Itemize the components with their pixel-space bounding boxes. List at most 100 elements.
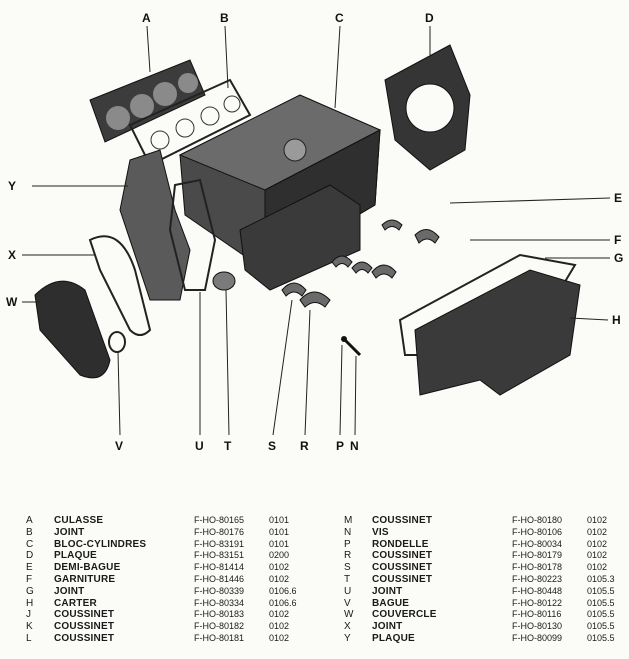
legend-section-number: 0105.3 — [587, 573, 615, 584]
legend-section-number: 0102 — [587, 515, 608, 525]
legend-part-name: PLAQUE — [372, 632, 415, 644]
legend-part-name: JOINT — [372, 585, 403, 597]
legend-letter: K — [26, 621, 33, 633]
legend-part-name: COUSSINET — [54, 609, 115, 621]
callout-x: X — [8, 248, 16, 262]
legend-part-name: BLOC-CYLINDRES — [54, 538, 147, 550]
legend-row: C BLOC-CYLINDRES F-HO-83191 0101 — [22, 539, 309, 551]
callout-y: Y — [8, 179, 16, 193]
legend-section-number: 0200 — [269, 550, 290, 561]
legend-part-name: CULASSE — [54, 515, 104, 526]
legend-part-name: GARNITURE — [54, 573, 116, 585]
legend-section-number: 0102 — [587, 550, 608, 561]
bushing-part-t — [212, 271, 236, 291]
legend-part-name: JOINT — [372, 621, 403, 633]
legend-reference: F-HO-80122 — [512, 597, 563, 608]
callout-n: N — [350, 439, 359, 453]
legend-reference: F-HO-80223 — [512, 573, 563, 584]
legend-letter: N — [344, 526, 352, 538]
legend-reference: F-HO-81414 — [194, 562, 245, 573]
callout-d: D — [425, 11, 434, 25]
bearing-shells — [281, 219, 440, 308]
legend-reference: F-HO-80339 — [194, 585, 245, 596]
legend-letter: D — [26, 550, 34, 562]
callout-a: A — [142, 11, 151, 25]
legend-part-name: COUSSINET — [372, 573, 433, 585]
legend-section-number: 0101 — [269, 538, 290, 549]
bell-housing-plate-part-d — [384, 44, 471, 171]
legend-part-name: COUSSINET — [372, 550, 433, 562]
legend-reference: F-HO-80180 — [512, 515, 563, 525]
cover-gasket-part-x — [88, 235, 152, 336]
legend-reference: F-HO-83191 — [194, 538, 245, 549]
legend-letter: B — [26, 526, 33, 538]
legend-letter: F — [26, 573, 33, 585]
legend-part-name: DEMI-BAGUE — [54, 562, 121, 574]
legend-reference: F-HO-80165 — [194, 515, 245, 525]
legend-letter: C — [26, 538, 34, 550]
legend-part-name: COUVERCLE — [372, 609, 437, 621]
legend-section-number: 0105.5 — [587, 585, 615, 596]
legend-section-number: 0106.6 — [269, 597, 297, 608]
legend-reference: F-HO-83151 — [194, 550, 245, 561]
legend-row: J COUSSINET F-HO-80183 0102 — [22, 609, 309, 621]
callout-w: W — [6, 295, 18, 309]
legend-reference: F-HO-80179 — [512, 550, 563, 561]
callout-b: B — [220, 11, 229, 25]
legend-row: Y PLAQUE F-HO-80099 0105.5 — [340, 633, 627, 645]
legend-part-name: COUSSINET — [372, 515, 433, 526]
legend-row: R COUSSINET F-HO-80179 0102 — [340, 550, 627, 562]
legend-section-number: 0102 — [587, 562, 608, 573]
callout-f: F — [614, 233, 621, 247]
callout-c: C — [335, 11, 344, 25]
legend-section-number: 0101 — [269, 526, 290, 537]
legend-letter: J — [26, 609, 31, 621]
legend-section-number: 0102 — [269, 573, 290, 584]
legend-letter: V — [344, 597, 351, 609]
legend-row: D PLAQUE F-HO-83151 0200 — [22, 550, 309, 562]
legend-letter: T — [344, 573, 351, 585]
seal-ring-part-v — [108, 331, 126, 353]
legend-letter: G — [26, 585, 34, 597]
legend-section-number: 0105.5 — [587, 632, 615, 643]
legend-reference: F-HO-80183 — [194, 609, 245, 620]
legend-reference: F-HO-80176 — [194, 526, 245, 537]
legend-letter: A — [26, 515, 33, 526]
legend-part-name: PLAQUE — [54, 550, 97, 562]
engine-block-part-c — [178, 94, 382, 291]
legend-letter: Y — [344, 632, 351, 644]
legend-section-number: 0105.5 — [587, 609, 615, 620]
exploded-engine-diagram: A B C D E F G H Y X W V U T S R P N — [6, 11, 623, 453]
legend-part-name: VIS — [372, 526, 389, 538]
legend-section-number: 0102 — [269, 609, 290, 620]
legend-letter: X — [344, 621, 351, 633]
legend-reference: F-HO-80099 — [512, 632, 563, 643]
legend-section-number: 0105.5 — [587, 621, 615, 632]
front-plate-part-y — [119, 149, 191, 301]
cylinder-head-part-a — [89, 59, 206, 143]
legend-section-number: 0101 — [269, 515, 290, 525]
legend-letter: R — [344, 550, 352, 562]
legend-section-number: 0102 — [587, 538, 608, 549]
legend-row: T COUSSINET F-HO-80223 0105.3 — [340, 574, 627, 586]
legend-part-name: COUSSINET — [54, 621, 115, 633]
legend-part-name: COUSSINET — [372, 562, 433, 574]
legend-reference: F-HO-80178 — [512, 562, 563, 573]
oil-pan-part-h — [414, 269, 581, 396]
legend-part-name: RONDELLE — [372, 538, 429, 550]
callout-g: G — [614, 251, 623, 265]
legend-section-number: 0102 — [587, 526, 608, 537]
